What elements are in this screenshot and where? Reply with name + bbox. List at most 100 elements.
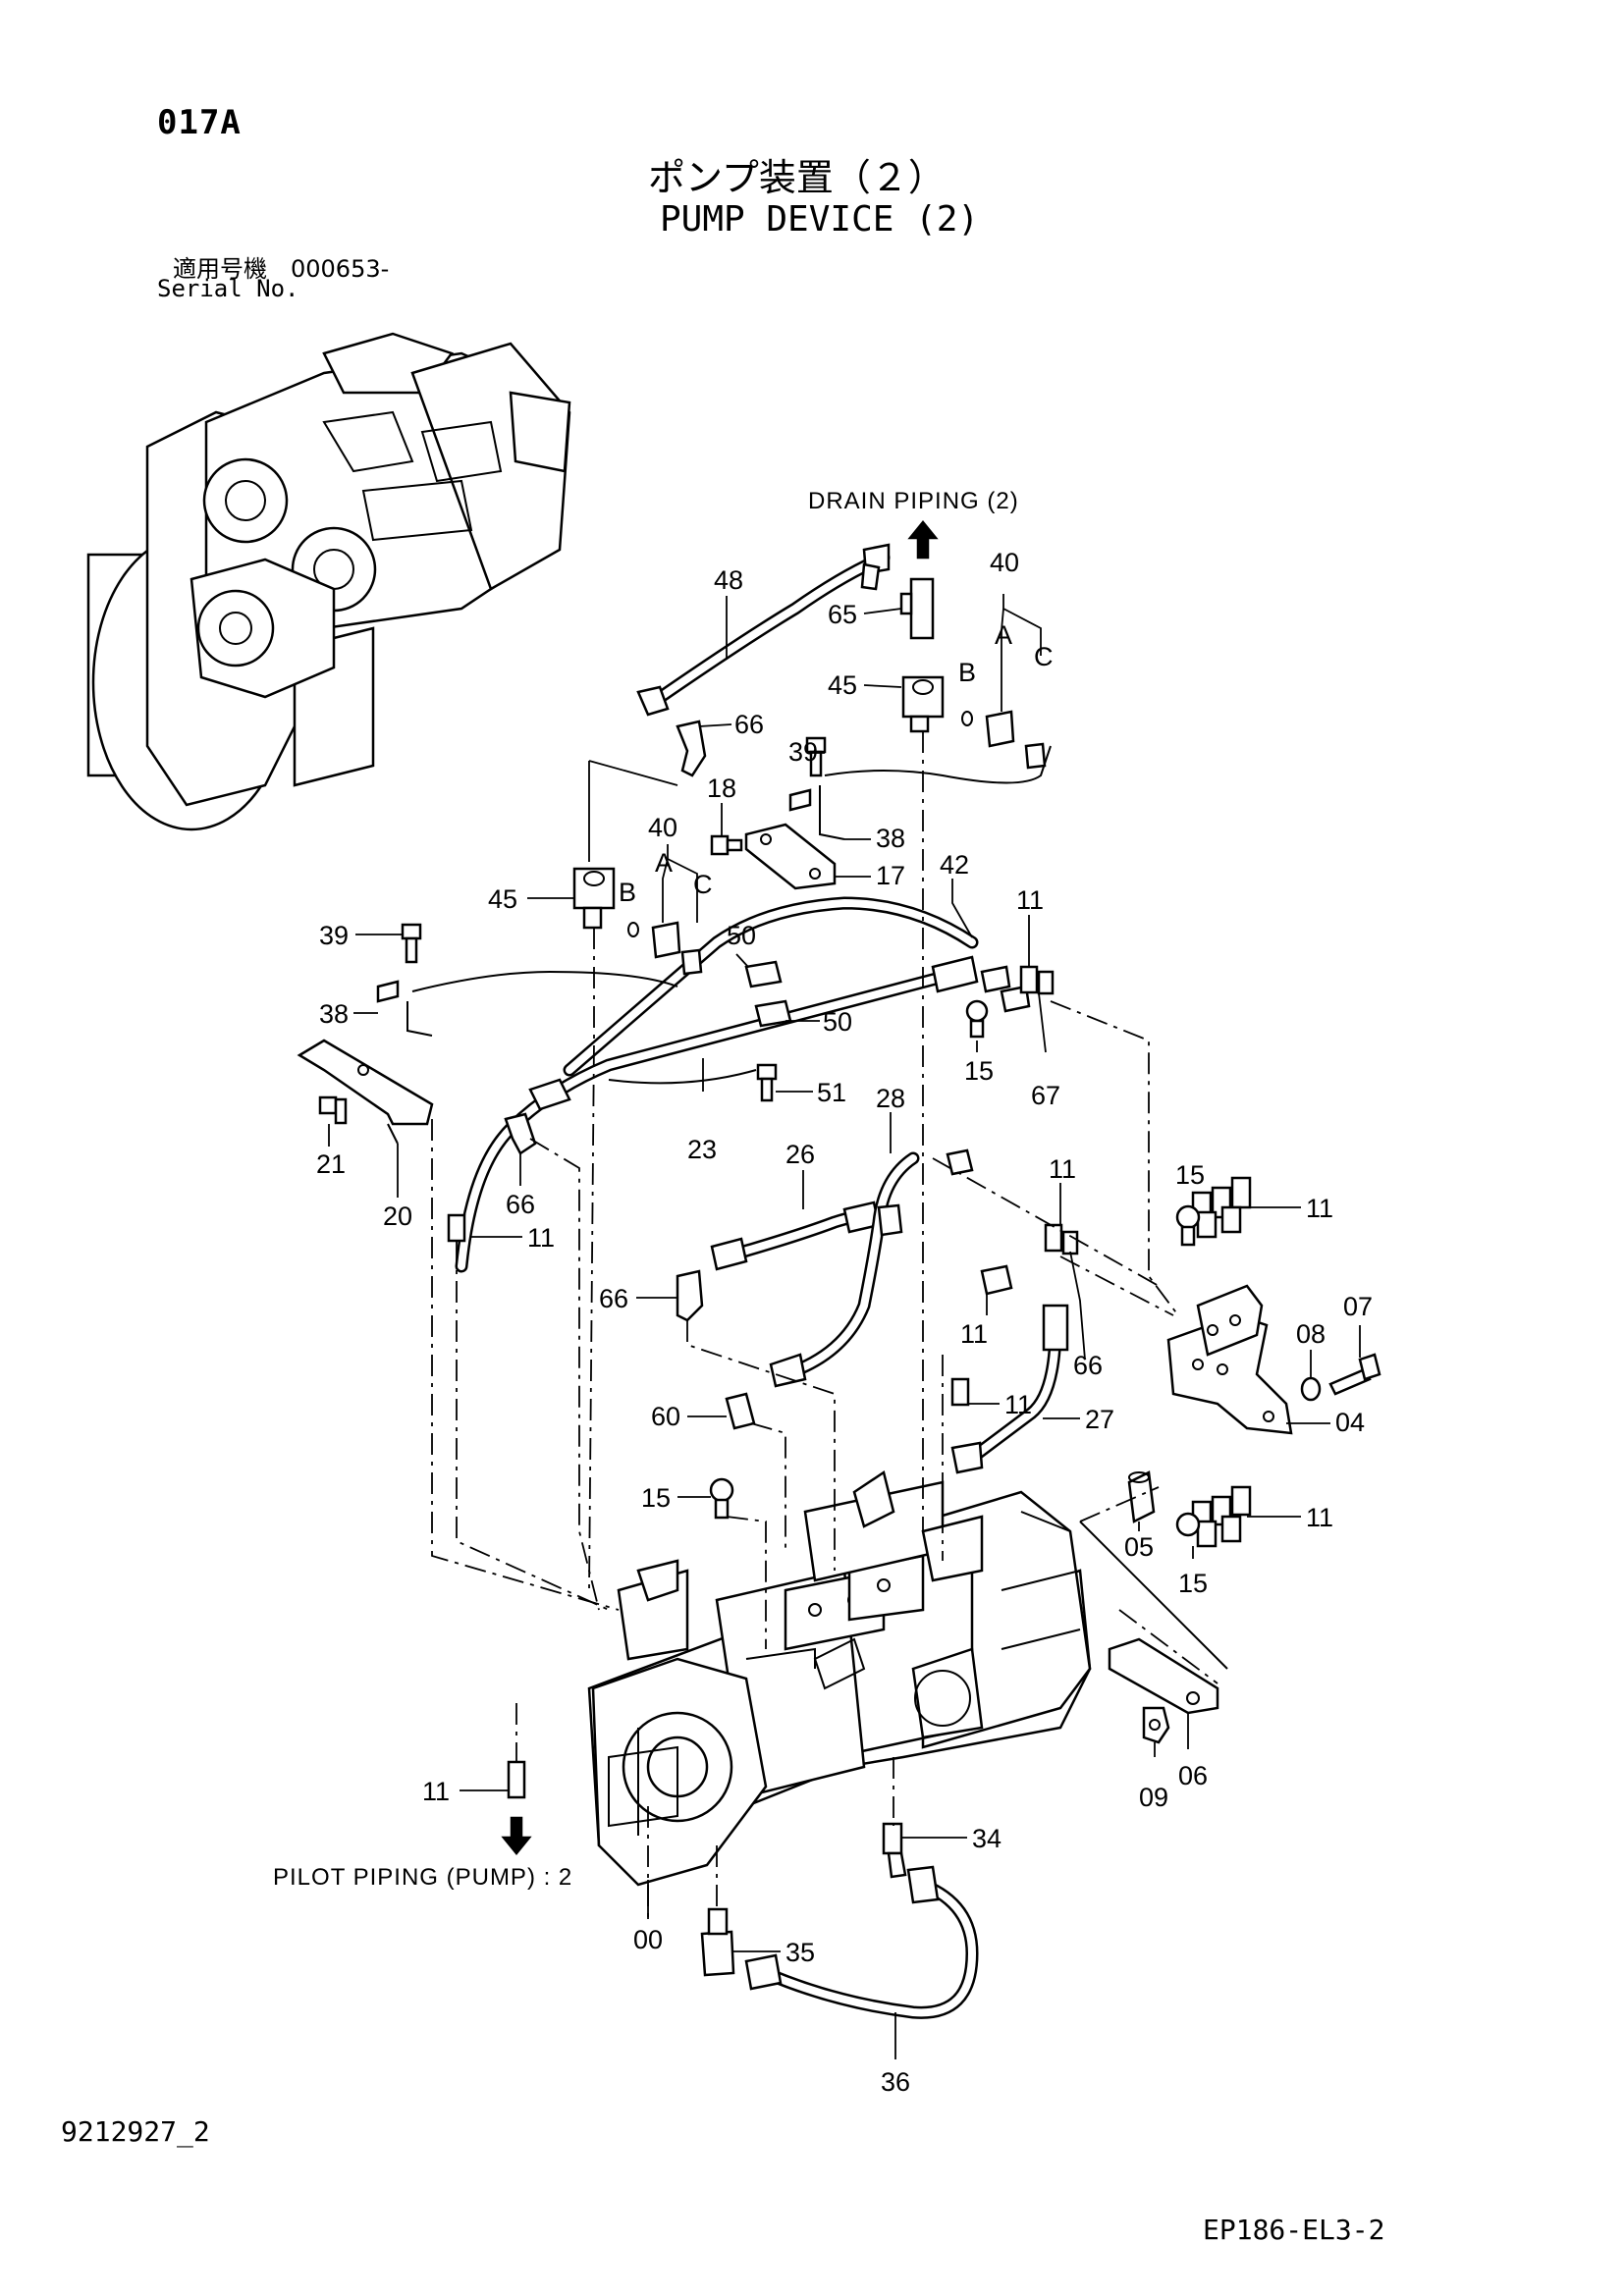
bolt-18	[710, 834, 743, 856]
tee-35	[700, 1907, 735, 1977]
tee-65	[899, 577, 935, 640]
elbow-66-mid	[676, 1269, 704, 1322]
clamp-50	[744, 960, 792, 1028]
callout-B-lower: B	[619, 878, 636, 907]
callout-11-mid: 11	[1049, 1154, 1076, 1184]
callout-20: 20	[383, 1201, 412, 1231]
fitting-60	[725, 1392, 756, 1430]
clamp-38-lower	[376, 980, 433, 1037]
callout-06: 06	[1178, 1761, 1208, 1790]
callout-A-lower: A	[655, 848, 673, 878]
tee-45-upper	[901, 675, 945, 733]
drain-piping-note: DRAIN PIPING (2)	[808, 488, 1019, 514]
adapter-40-upper	[961, 710, 1047, 770]
callout-42: 42	[940, 850, 969, 880]
callout-11-lower: 11	[1004, 1390, 1032, 1419]
callout-26: 26	[785, 1140, 815, 1169]
callout-04: 04	[1335, 1408, 1365, 1437]
callout-08: 08	[1296, 1319, 1326, 1349]
leader-lines	[328, 594, 1361, 2059]
callout-67: 67	[1031, 1081, 1060, 1110]
nut-09	[1142, 1706, 1170, 1744]
callout-11-pilot: 11	[422, 1777, 450, 1806]
callout-35: 35	[785, 1938, 815, 1967]
wire-upper	[824, 745, 1052, 784]
hose-42	[563, 896, 979, 1077]
bolt-39-lower	[401, 923, 422, 964]
callout-50-upper: 50	[727, 921, 756, 950]
callout-66-upper: 66	[734, 710, 764, 739]
callout-39-lower: 39	[319, 921, 349, 950]
callout-17: 17	[876, 861, 905, 890]
bolt-21	[318, 1095, 348, 1125]
callout-39-upper: 39	[788, 737, 818, 767]
callout-C-upper: C	[1034, 642, 1054, 671]
callout-38-lower: 38	[319, 999, 349, 1029]
callout-11-left: 11	[527, 1223, 555, 1253]
bolt-15-left	[709, 1477, 734, 1520]
callout-B-upper: B	[958, 658, 976, 687]
connection-lines	[431, 731, 1228, 1924]
hose-27	[950, 1304, 1069, 1474]
callout-11-upper: 11	[1016, 885, 1044, 915]
fitting-11-left	[447, 1213, 466, 1243]
callout-34: 34	[972, 1824, 1001, 1853]
callout-66-mid: 66	[599, 1284, 628, 1313]
bracket-04	[1166, 1284, 1293, 1435]
hose-36	[744, 1865, 979, 2019]
elbow-66-left	[504, 1112, 537, 1155]
page-title-japanese: ポンプ装置（２）	[648, 156, 946, 199]
callout-38-upper: 38	[876, 824, 905, 853]
callout-11-lower-right: 11	[1306, 1503, 1333, 1532]
callout-45-lower: 45	[488, 884, 517, 914]
tee-45-lower	[572, 867, 616, 930]
engine-thumbnail-illustration	[86, 332, 571, 831]
callout-50-lower: 50	[823, 1007, 852, 1037]
arrow-drain-up-icon	[907, 520, 939, 560]
callout-15-right: 15	[1175, 1160, 1205, 1190]
hose-48	[636, 543, 891, 717]
fitting-cluster-upper-right	[1175, 1176, 1252, 1247]
callout-66-left: 66	[506, 1190, 535, 1219]
adapter-40-lower	[627, 921, 703, 976]
callout-05: 05	[1124, 1532, 1154, 1562]
callout-A-upper: A	[995, 620, 1012, 650]
wire-left	[411, 970, 678, 992]
callout-21: 21	[316, 1149, 346, 1179]
callout-36: 36	[881, 2067, 910, 2097]
spacer-05	[1127, 1470, 1156, 1523]
callout-C-lower: C	[693, 870, 713, 899]
callout-15-upper: 15	[964, 1056, 994, 1086]
reference-code: EP186-EL3-2	[1203, 2214, 1385, 2246]
callout-40-upper: 40	[990, 548, 1019, 577]
bolt-39-upper	[805, 736, 827, 777]
hose-26	[710, 1201, 891, 1271]
callout-23: 23	[687, 1135, 717, 1164]
serial-label-english: Serial No.	[157, 275, 299, 302]
plate-06	[1108, 1637, 1219, 1715]
callout-18: 18	[707, 774, 736, 803]
callout-15-left: 15	[641, 1483, 671, 1513]
callout-27: 27	[1085, 1405, 1114, 1434]
callout-15-lower-right: 15	[1178, 1569, 1208, 1598]
clamp-38-upper	[788, 785, 845, 840]
callout-66-right: 66	[1073, 1351, 1103, 1380]
callout-09: 09	[1139, 1783, 1168, 1812]
callout-07: 07	[1343, 1292, 1373, 1321]
callout-51: 51	[817, 1078, 846, 1107]
pilot-piping-note: PILOT PIPING (PUMP) : 2	[273, 1864, 572, 1891]
serial-label-japanese: 適用号機 000653-	[173, 255, 390, 283]
callout-11-mid2: 11	[960, 1319, 988, 1349]
arrow-pilot-down-icon	[501, 1816, 532, 1855]
callout-65: 65	[828, 600, 857, 629]
bolt-07	[1328, 1353, 1381, 1396]
drawing-id: 9212927_2	[61, 2115, 210, 2148]
callout-60: 60	[651, 1402, 680, 1431]
callout-labels: 48 65 45 40 A B C 66 39 18 38 17 40 A B …	[273, 488, 1373, 2097]
fitting-34	[882, 1822, 907, 1879]
fitting-11-lower	[950, 1377, 970, 1407]
bracket-17	[744, 823, 837, 890]
callout-48: 48	[714, 565, 743, 595]
callout-45-upper: 45	[828, 670, 857, 700]
